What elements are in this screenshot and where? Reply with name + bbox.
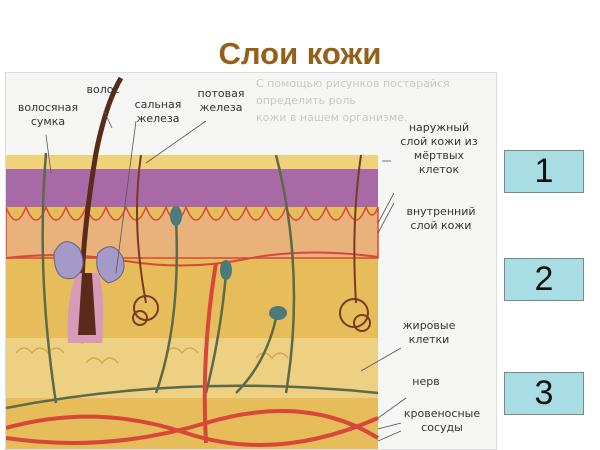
label-nerve: нерв xyxy=(412,375,440,388)
slide-title: Слои кожи xyxy=(218,36,382,71)
answer-box-1[interactable]: 1 xyxy=(504,150,584,193)
answer-box-2[interactable]: 2 xyxy=(504,258,584,301)
label-inner-layer: внутренний слой кожи xyxy=(406,205,476,232)
background-text-line: кожи в нашем организме. xyxy=(256,111,408,124)
label-hair: волос xyxy=(86,83,120,96)
background-scan-text: С помощью рисунков постарайся определить… xyxy=(256,75,496,126)
label-outer-layer: наружный слой кожи из мёртвых клеток xyxy=(400,121,478,176)
answer-box-3[interactable]: 3 xyxy=(504,372,584,415)
skin-cross-section xyxy=(6,76,407,449)
skin-diagram: С помощью рисунков постарайся определить… xyxy=(5,72,497,450)
label-hair-follicle: волосяная сумка xyxy=(17,101,79,128)
label-sebaceous-gland: сальная железа xyxy=(134,98,182,125)
label-blood-vessels: кровеносные сосуды xyxy=(403,407,481,434)
background-text-line: С помощью рисунков постарайся определить… xyxy=(256,77,450,107)
label-sweat-gland: потовая железа xyxy=(197,87,245,114)
label-fat-cells: жировые клетки xyxy=(402,319,456,346)
